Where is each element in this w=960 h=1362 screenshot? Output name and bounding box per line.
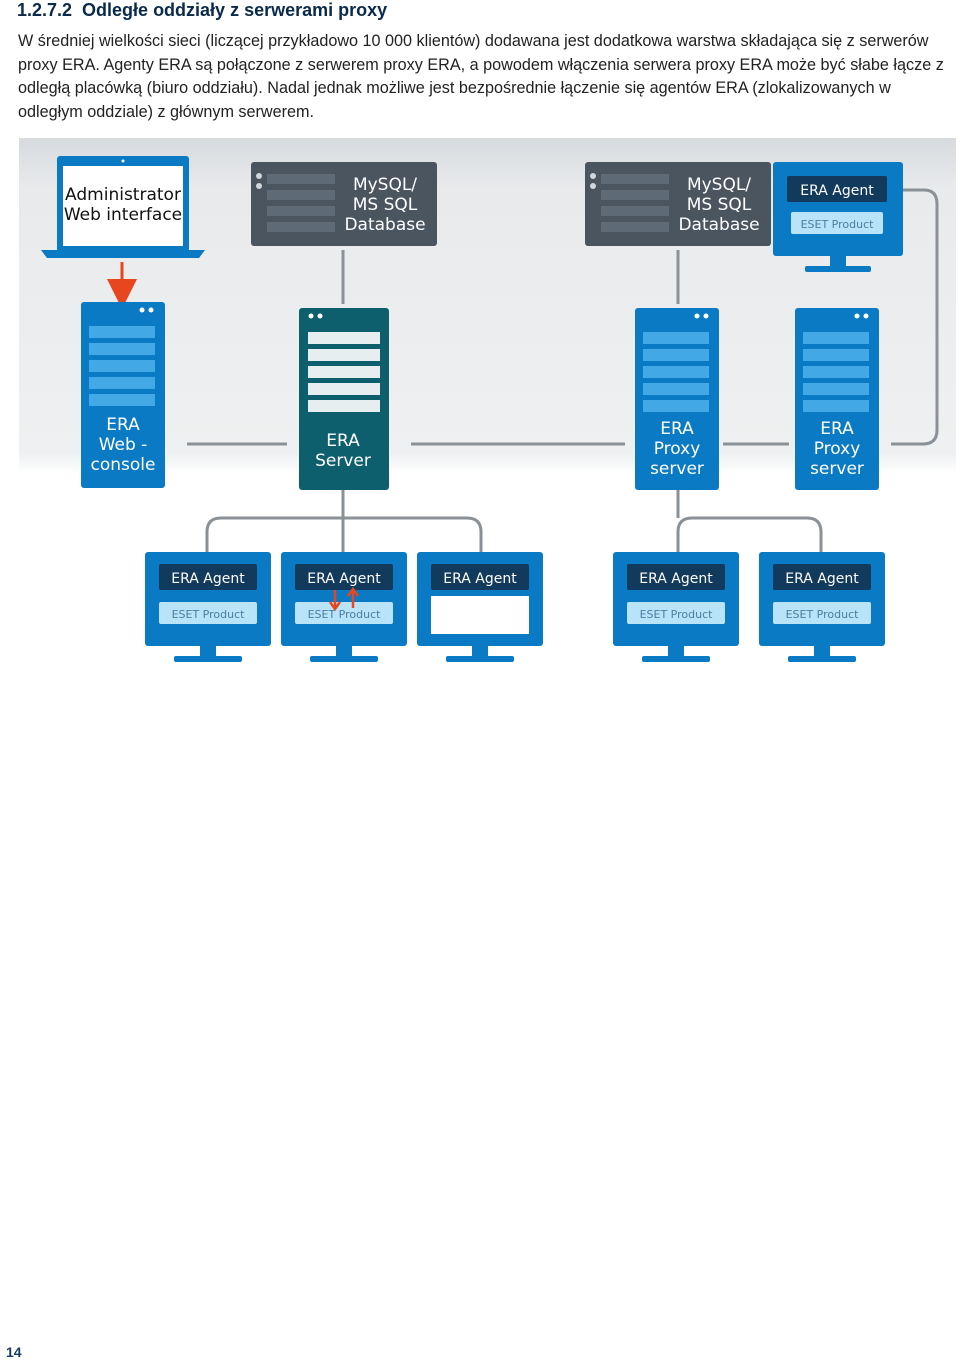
agent-monitor-4: ERA Agent ESET Product [613,552,739,662]
product5-label: ESET Product [786,608,860,621]
product4-label: ESET Product [640,608,714,621]
webconsole-server: ERA Web - console [81,302,165,488]
product2-label: ESET Product [308,608,382,621]
agent5-label: ERA Agent [785,571,859,587]
db-main: MySQL/ MS SQL Database [251,162,437,246]
db-main-line1: MySQL/ [353,175,417,195]
db-proxy-line3: Database [678,215,759,235]
agent-monitor-top: ERA Agent ESET Product [773,162,903,272]
agent3-label: ERA Agent [443,571,517,587]
section-heading: 1.2.7.2 Odległe oddziały z serwerami prox… [17,0,387,21]
agent1-label: ERA Agent [171,571,245,587]
db-proxy: MySQL/ MS SQL Database [585,162,771,246]
agent4-label: ERA Agent [639,571,713,587]
agent-top-label: ERA Agent [800,183,874,199]
webconsole-line1: ERA [106,415,140,435]
architecture-diagram: Administrator Web interface MySQL/ MS SQ… [19,138,956,662]
db-proxy-line2: MS SQL [687,195,752,215]
proxy2-line2: Proxy [814,439,861,459]
product-top-label: ESET Product [801,218,875,231]
body-paragraph: W średniej wielkości sieci (liczącej prz… [18,32,944,121]
proxy1-line3: server [650,459,704,479]
page-number: 14 [6,1344,22,1360]
bidirectional-arrow-icon [328,586,360,612]
proxy1-line1: ERA [660,419,694,439]
product1-label: ESET Product [172,608,246,621]
db-main-line2: MS SQL [353,195,418,215]
admin-label-line1: Administrator [65,185,181,205]
agent-monitor-3: ERA Agent [417,552,543,662]
proxy2-line3: server [810,459,864,479]
proxy-server-2: ERA Proxy server [795,308,879,490]
admin-label-line2: Web interface [64,205,182,225]
server-line2: Server [315,451,371,471]
section-number: 1.2.7.2 [17,0,73,20]
webconsole-line3: console [91,455,156,475]
agent2-label: ERA Agent [307,571,381,587]
agent-monitor-5: ERA Agent ESET Product [759,552,885,662]
proxy2-line1: ERA [820,419,854,439]
section-title: Odległe oddziały z serwerami proxy [82,0,388,20]
proxy-server-1: ERA Proxy server [635,308,719,490]
server-line1: ERA [326,431,360,451]
proxy1-line2: Proxy [654,439,701,459]
db-proxy-line1: MySQL/ [687,175,751,195]
db-main-line3: Database [344,215,425,235]
webconsole-line2: Web - [99,435,148,455]
era-server: ERA Server [299,308,389,490]
connection-lines [187,188,939,562]
agent-monitor-2: ERA Agent ESET Product [281,552,407,662]
admin-laptop: Administrator Web interface [41,156,205,258]
agent-monitor-1: ERA Agent ESET Product [145,552,271,662]
